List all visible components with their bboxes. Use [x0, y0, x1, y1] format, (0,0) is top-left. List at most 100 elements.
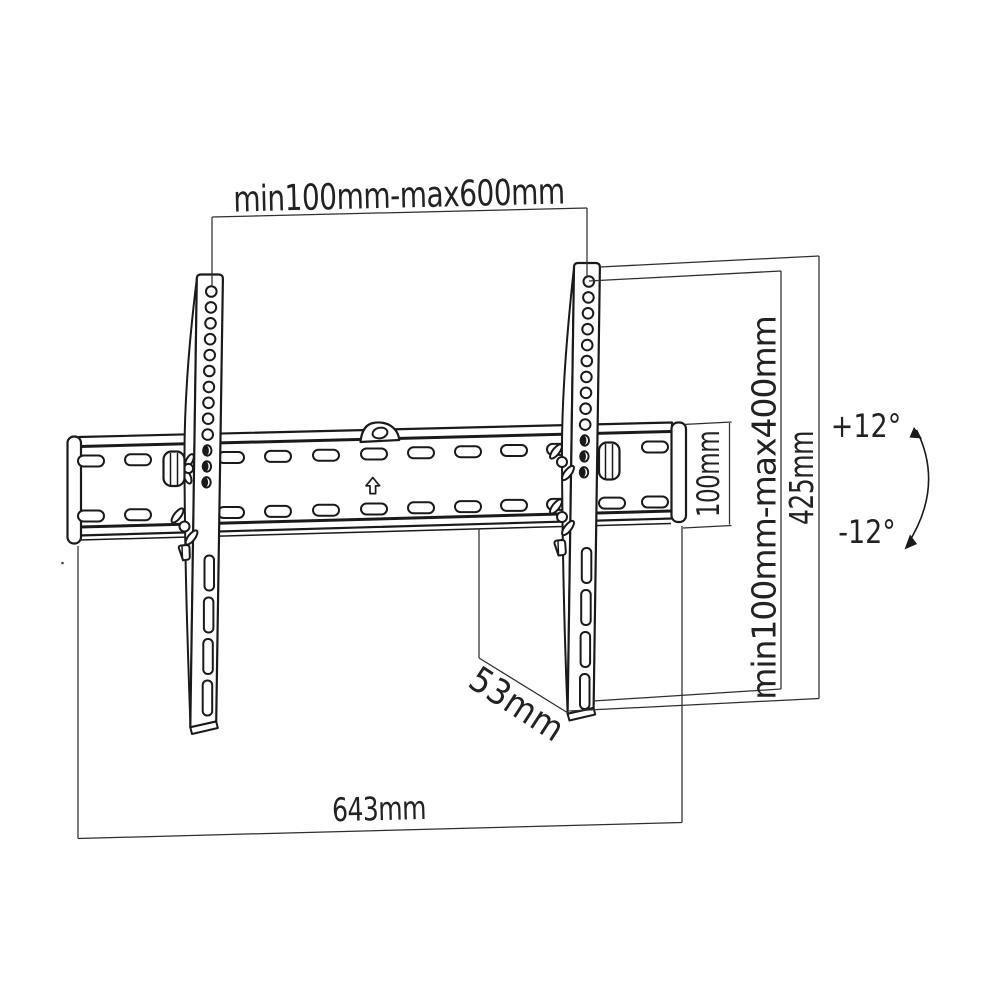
slot — [360, 447, 388, 461]
dim-depth — [478, 528, 569, 714]
hole — [201, 412, 215, 426]
hanger-tab — [359, 421, 401, 444]
dim-vesa-height — [682, 421, 732, 529]
dim-vesa-range — [588, 270, 782, 702]
slot — [407, 501, 435, 515]
hole — [205, 285, 218, 298]
left-rail-foot — [189, 720, 219, 735]
slot — [407, 446, 435, 460]
slot — [124, 453, 152, 467]
hole-shadow — [580, 451, 587, 461]
slot — [201, 679, 214, 717]
right-wing-screw-bottom — [549, 498, 575, 537]
slot — [500, 498, 528, 512]
hole — [203, 348, 216, 362]
hole — [579, 402, 592, 416]
wing — [561, 519, 575, 537]
slot — [500, 444, 528, 457]
knob-body — [597, 441, 621, 481]
tilt-range-arc — [904, 427, 930, 550]
slot — [312, 503, 340, 517]
left-safety-clip — [177, 544, 191, 562]
wall-plate-right-end-cap — [670, 421, 688, 524]
hole — [203, 332, 217, 346]
clip-line — [181, 545, 184, 560]
dim-total-width — [77, 526, 683, 840]
hole — [580, 354, 594, 368]
slot — [580, 589, 592, 626]
bracket-height-label: 425mm — [783, 431, 821, 525]
dim-bracket-height — [568, 255, 820, 712]
hole — [201, 428, 214, 441]
hanger-tab-hole — [371, 426, 389, 440]
slot — [217, 451, 245, 464]
dim-top-width — [211, 207, 588, 286]
vesa-range-label: min100mm-max400mm — [744, 316, 784, 700]
clip-outline — [553, 539, 567, 557]
slot — [77, 454, 105, 468]
slot — [641, 495, 669, 509]
left-wing-screw — [170, 507, 199, 546]
arc — [905, 429, 930, 547]
slot — [580, 547, 593, 584]
hole — [582, 275, 596, 288]
tilt-down-label: -12° — [838, 514, 896, 552]
hole-shadow — [580, 467, 586, 477]
extension-line — [682, 421, 732, 426]
wing-screw-head — [178, 520, 191, 533]
hole — [579, 386, 593, 400]
slot — [454, 445, 482, 459]
up-arrow-icon — [365, 476, 381, 495]
clip-line — [557, 540, 560, 556]
arc-arrowhead-up — [909, 427, 922, 439]
right-vesa-rail — [549, 261, 621, 722]
left-tension-knob — [162, 450, 195, 488]
hole — [581, 322, 594, 336]
hole-shadow — [202, 477, 209, 487]
wing — [549, 498, 563, 515]
hole — [580, 338, 594, 352]
wing-screw-head — [556, 511, 568, 523]
dimension-lines — [61, 207, 930, 840]
hanger-tab-notch — [361, 426, 367, 432]
wing — [549, 443, 563, 460]
wing — [561, 464, 575, 482]
vesa-height-label: 100mm — [691, 430, 727, 518]
slot — [312, 448, 340, 462]
hole — [578, 418, 592, 431]
dim-line — [77, 821, 683, 840]
slot — [579, 673, 591, 710]
top-width-label: min100mm-max600mm — [232, 170, 566, 221]
dim-line — [211, 207, 588, 218]
right-rail-side-flange — [560, 266, 575, 715]
slot — [124, 508, 152, 522]
slot — [598, 496, 626, 510]
dim-line — [478, 657, 569, 714]
tilt-up-label: +12° — [830, 408, 902, 446]
extension-line — [592, 688, 782, 702]
right-safety-clip — [553, 539, 567, 557]
slot — [202, 638, 214, 675]
wall-plate-left-end-cap — [66, 435, 83, 545]
hole-shadow — [581, 435, 587, 446]
extension-line — [588, 270, 782, 282]
slot — [77, 509, 105, 523]
left-rail-slots — [201, 554, 215, 717]
hole — [202, 396, 215, 410]
slot — [203, 554, 215, 592]
slot — [360, 502, 388, 516]
hole — [582, 291, 595, 304]
slot — [264, 449, 292, 463]
hole — [581, 307, 595, 320]
hole-shadow — [203, 461, 209, 471]
total-width-label: 643mm — [331, 788, 427, 830]
slot — [579, 631, 592, 668]
hole — [204, 317, 217, 330]
hole — [580, 370, 593, 384]
hole — [203, 364, 216, 378]
slot — [264, 504, 292, 518]
hole — [204, 301, 218, 314]
stray-mark — [61, 561, 64, 565]
slot — [202, 596, 215, 634]
